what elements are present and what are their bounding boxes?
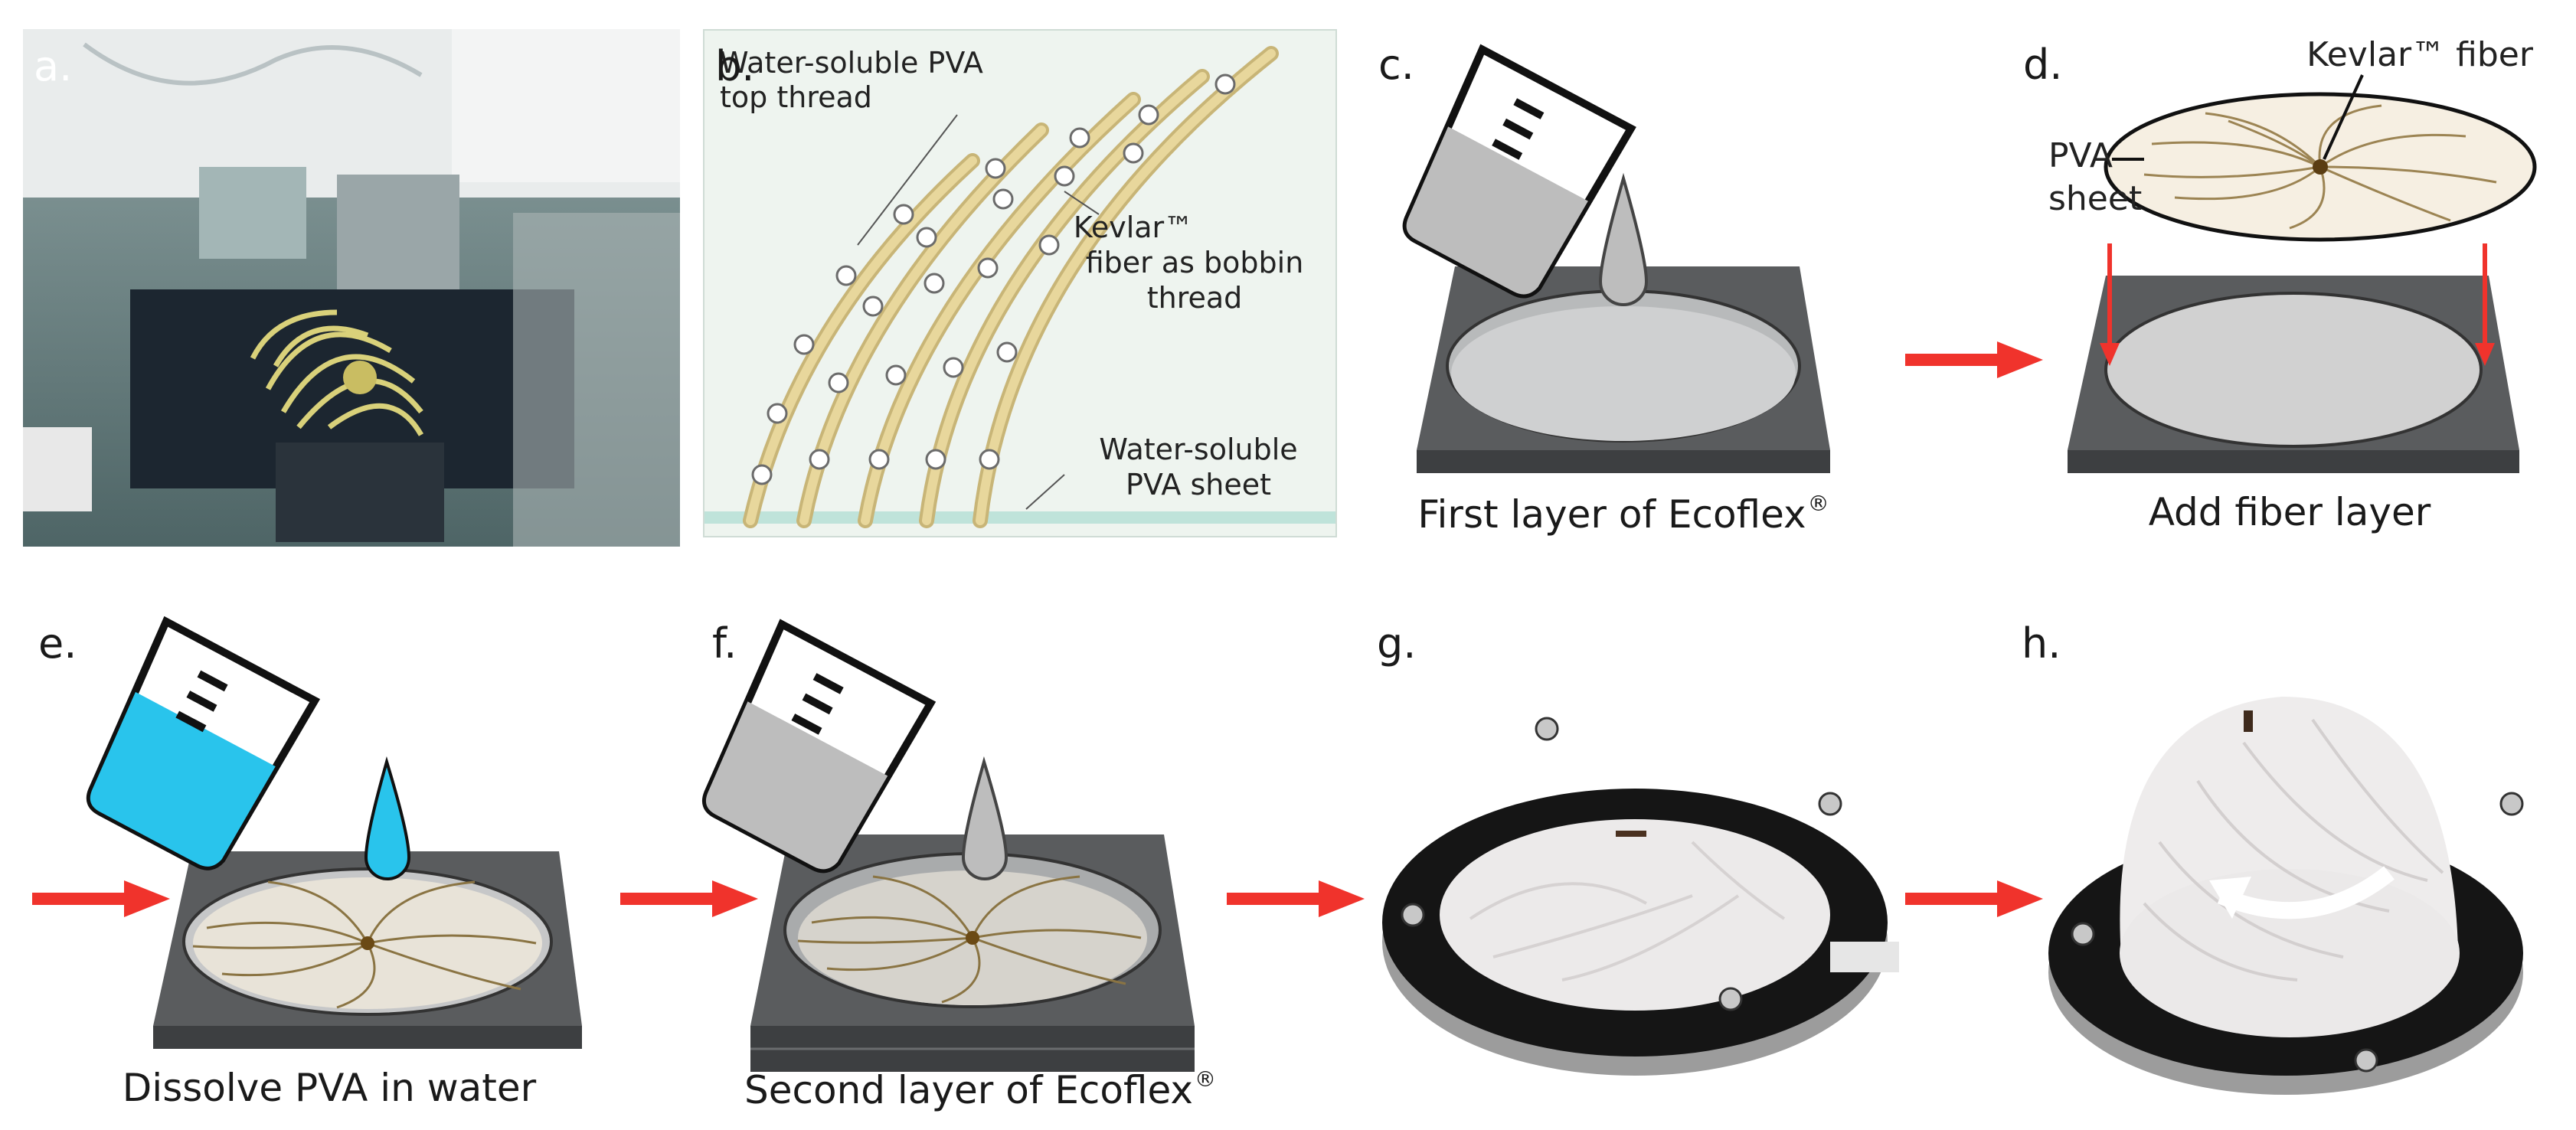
caption-f: Second layer of Ecoflex® — [744, 1066, 1216, 1112]
caption-e: Dissolve PVA in water — [122, 1066, 537, 1110]
arrow-f-to-g — [1227, 880, 1365, 917]
mold-dissolve-water — [86, 616, 582, 1049]
panel-label-d: d. — [2023, 41, 2063, 89]
panel-label-a: a. — [34, 42, 73, 90]
panel-label-f: f. — [712, 619, 737, 668]
mold-with-beaker-gray — [1402, 44, 1830, 473]
annot-pva-2: sheet — [2048, 179, 2142, 218]
annot-bobbin-2: fiber as bobbin — [1086, 246, 1304, 279]
panel-label-g: g. — [1377, 619, 1417, 668]
mold-second-layer — [701, 619, 1195, 1072]
panel-f: f. Second layer of Ecoflex® — [701, 612, 1256, 1125]
annot-kevlar-fiber: Kevlar™ fiber — [2306, 35, 2534, 74]
annot-sheet-2: PVA sheet — [1126, 468, 1271, 501]
flat-actuator-photo — [1382, 717, 1899, 1076]
panel-e: e. Dissolve PVA in water — [31, 612, 628, 1125]
annot-top-thread-2: top thread — [720, 80, 872, 114]
panel-d: d. Kevlar™ fiber PVA sheet Add fiber lay… — [2014, 29, 2565, 550]
arrow-c-to-d — [1905, 341, 2043, 378]
caption-d: Add fiber layer — [2148, 490, 2431, 534]
arrow-g-to-h — [1905, 880, 2043, 917]
arrow-into-e — [32, 880, 170, 917]
embroidery-machine-photo — [23, 29, 680, 547]
annot-pva-1: PVA — [2048, 136, 2113, 175]
panel-label-c: c. — [1378, 41, 1414, 89]
fiber-layer-placement: Kevlar™ fiber PVA sheet — [2048, 35, 2537, 473]
panel-g-photo: g. — [1371, 612, 1899, 1102]
annot-top-thread-1: Water-soluble PVA — [720, 46, 983, 80]
annot-bobbin-1: Kevlar™ — [1074, 211, 1193, 244]
panel-label-b: b. — [715, 42, 755, 90]
panel-c: c. First layer of Ecoflex® — [1371, 29, 1876, 550]
panel-a-photo: a. — [23, 29, 680, 547]
annot-sheet-1: Water-soluble — [1099, 433, 1297, 466]
panel-b-stitch-diagram: Water-soluble PVA top thread Kevlar™ fib… — [703, 29, 1337, 537]
panel-label-e: e. — [38, 619, 77, 668]
caption-c: First layer of Ecoflex® — [1417, 491, 1829, 537]
panel-label-h: h. — [2022, 619, 2061, 668]
inflated-actuator-photo — [2048, 697, 2524, 1095]
arrow-e-to-f — [620, 880, 758, 917]
panel-h-photo: h. — [2022, 612, 2558, 1118]
stitch-illustration: Water-soluble PVA top thread Kevlar™ fib… — [704, 46, 1335, 528]
annot-bobbin-3: thread — [1147, 281, 1243, 315]
